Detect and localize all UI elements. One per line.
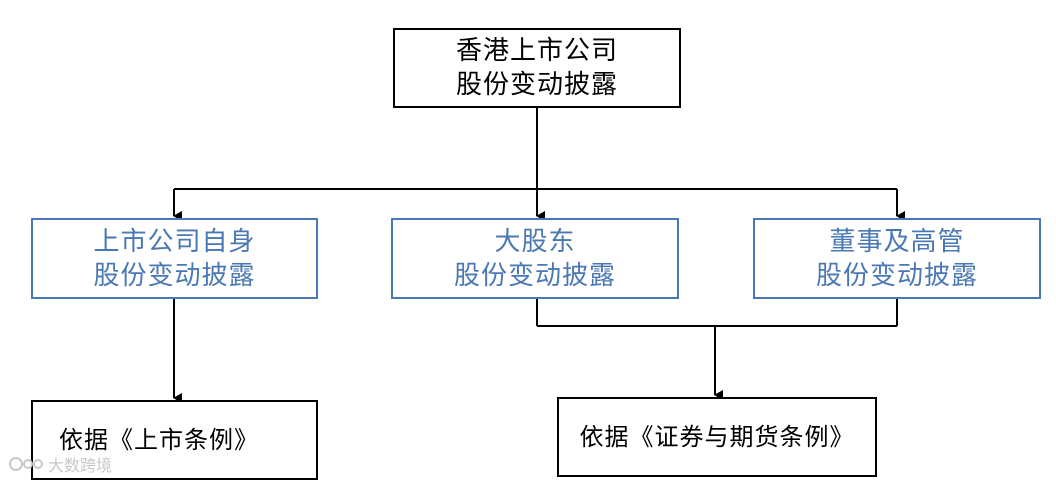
- branch-major-shareholder-line1: 大股东: [494, 226, 576, 257]
- root-title-line2: 股份变动披露: [455, 70, 618, 100]
- branch-box-directors: 董事及高管 股份变动披露: [753, 218, 1041, 299]
- root-title-line1: 香港上市公司: [455, 36, 618, 66]
- branch-directors-line2: 股份变动披露: [815, 260, 978, 291]
- branch-company-line2: 股份变动披露: [93, 260, 256, 291]
- root-box: 香港上市公司 股份变动披露: [393, 28, 681, 108]
- branch-directors-line1: 董事及高管: [829, 226, 965, 257]
- branch-box-company: 上市公司自身 股份变动披露: [31, 218, 318, 299]
- reference-box-listing-rules: 依据《上市条例》: [31, 400, 318, 480]
- branch-company-line1: 上市公司自身: [93, 226, 256, 257]
- watermark: 大数跨境: [8, 452, 112, 476]
- watermark-logo-icon: [9, 457, 43, 471]
- branch-box-major-shareholder: 大股东 股份变动披露: [391, 218, 679, 299]
- reference-sfo-text: 依据《证券与期货条例》: [579, 423, 855, 451]
- reference-listing-rules-text: 依据《上市条例》: [59, 426, 259, 454]
- watermark-text: 大数跨境: [48, 456, 113, 475]
- reference-box-sfo: 依据《证券与期货条例》: [557, 397, 877, 477]
- branch-major-shareholder-line2: 股份变动披露: [453, 260, 616, 291]
